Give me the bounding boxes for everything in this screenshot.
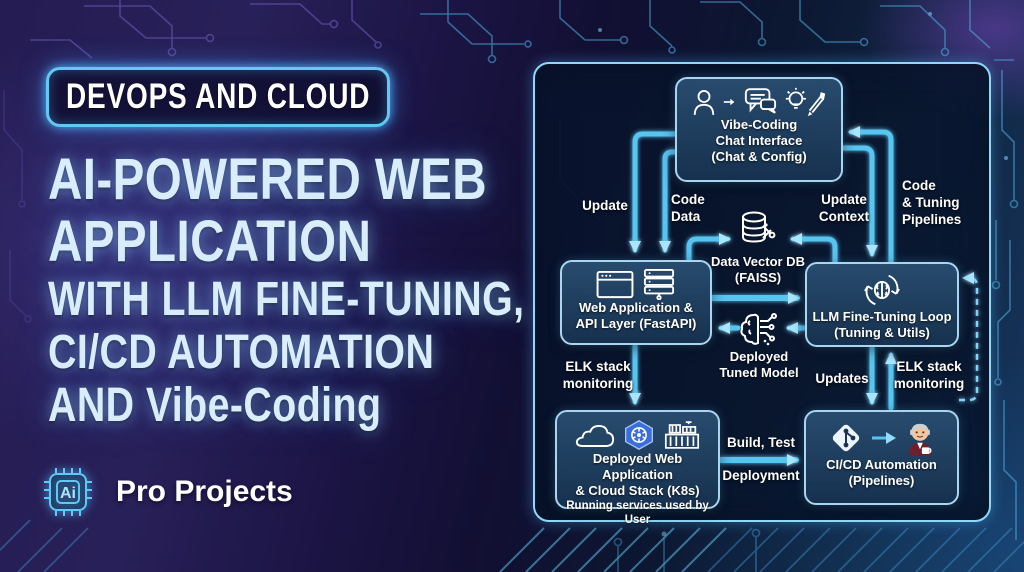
node-sublabel: Running services used by User bbox=[566, 500, 709, 526]
edge-label-code-data: Code Data bbox=[671, 192, 705, 224]
ai-chip-icon: Ai bbox=[44, 468, 92, 516]
edge-label-updates: Updates bbox=[815, 371, 869, 386]
brand-row: Ai Pro Projects bbox=[36, 460, 293, 524]
node-label-line: Deployed Web Application bbox=[592, 451, 683, 482]
node-deployed-tuned-model: Deployed Tuned Model bbox=[701, 311, 817, 381]
brand-name: Pro Projects bbox=[116, 475, 293, 508]
edge-label-deployment: Deployment bbox=[722, 468, 800, 483]
edge-label-code-tuning-pipelines: Code & Tuning Pipelines bbox=[902, 178, 962, 227]
node-label-line: Chat Interface bbox=[715, 133, 803, 148]
idea-pencil-icon bbox=[785, 87, 826, 117]
node-vibe-coding-chat: Vibe-Coding Chat Interface (Chat & Confi… bbox=[675, 77, 843, 182]
title-line-4: CI/CD AUTOMATION bbox=[48, 326, 435, 379]
arrow-webapp-to-vectordb bbox=[686, 233, 731, 263]
node-label-line: (Pipelines) bbox=[848, 473, 915, 488]
llm-node-icons bbox=[859, 271, 905, 309]
node-llm-fine-tuning: LLM Fine-Tuning Loop (Tuning & Utils) bbox=[805, 262, 959, 347]
git-icon bbox=[832, 424, 859, 452]
arrow-right-icon bbox=[723, 98, 735, 105]
node-label-line: (Tuning & Utils) bbox=[834, 325, 930, 340]
title-line-2: APPLICATION bbox=[48, 209, 372, 274]
jenkins-icon bbox=[908, 423, 932, 456]
arrow-llm-to-chat-code-tuning bbox=[848, 126, 894, 265]
node-label-line: CI/CD Automation bbox=[826, 457, 937, 472]
kubernetes-icon bbox=[624, 420, 653, 450]
chip-label: Ai bbox=[60, 485, 76, 502]
title-line-5: AND Vibe-Coding bbox=[48, 379, 382, 432]
webapp-node-icons bbox=[596, 269, 677, 300]
node-data-vector-db: Data Vector DB (FAISS) bbox=[700, 210, 816, 286]
edge-label-elk-left: ELK stack monitoring bbox=[562, 359, 634, 391]
node-label-line: Vibe-Coding bbox=[720, 117, 798, 132]
arrow-chat-to-llm-update-context bbox=[840, 145, 878, 257]
title-line-1: AI-POWERED WEB bbox=[48, 147, 488, 212]
chat-bubbles-icon bbox=[744, 88, 777, 114]
node-cicd-automation: CI/CD Automation (Pipelines) bbox=[804, 410, 959, 505]
diagram-arrows bbox=[629, 126, 979, 466]
database-vector-icon bbox=[742, 211, 776, 243]
node-label-line: (Chat & Config) bbox=[711, 149, 807, 164]
arrow-right-icon bbox=[871, 432, 896, 444]
arrow-llm-to-vectordb bbox=[790, 233, 838, 265]
node-label-line: Deployed bbox=[729, 349, 789, 364]
page-title: AI-POWERED WEB APPLICATION WITH LLM FINE… bbox=[48, 147, 629, 433]
node-deployed-cloud-stack: Deployed Web Application & Cloud Stack (… bbox=[555, 410, 720, 526]
user-icon bbox=[693, 89, 715, 115]
cloud-icon bbox=[575, 424, 614, 447]
server-icon bbox=[643, 269, 674, 300]
deployed-node-icons bbox=[574, 419, 702, 451]
edge-label-update: Update bbox=[582, 198, 628, 213]
badge-label: DEVOPS AND CLOUD bbox=[65, 77, 371, 116]
node-label-line: & Cloud Stack (K8s) bbox=[575, 483, 700, 498]
edge-label-update-context: Update Context bbox=[818, 192, 870, 224]
title-line-3: WITH LLM FINE-TUNING, bbox=[48, 273, 525, 326]
edge-label-elk-right: ELK stack monitoring bbox=[893, 359, 965, 391]
cicd-node-icons bbox=[828, 419, 936, 457]
chat-node-icons bbox=[692, 86, 826, 117]
edge-label-build-test: Build, Test bbox=[726, 435, 796, 450]
arrow-cicd-to-llm-dashed bbox=[959, 272, 979, 402]
node-label-line: Web Application & bbox=[578, 300, 694, 315]
browser-icon bbox=[596, 270, 633, 299]
brain-circuit-icon bbox=[740, 313, 777, 346]
container-icon bbox=[664, 420, 699, 449]
arrow-chat-to-webapp-code-data bbox=[659, 149, 678, 253]
category-badge: DEVOPS AND CLOUD bbox=[46, 67, 390, 127]
node-label-line: LLM Fine-Tuning Loop bbox=[812, 309, 952, 324]
node-label-line: (FAISS) bbox=[734, 270, 782, 285]
node-web-application: Web Application & API Layer (FastAPI) bbox=[560, 260, 712, 345]
architecture-diagram-panel: Vibe-Coding Chat Interface (Chat & Confi… bbox=[533, 62, 991, 526]
node-label-line: Data Vector DB bbox=[711, 254, 805, 269]
node-label-line: API Layer (FastAPI) bbox=[575, 316, 697, 331]
arrow-chat-to-webapp-update bbox=[629, 131, 678, 253]
node-label-line: Tuned Model bbox=[719, 365, 799, 380]
brain-loop-icon bbox=[864, 274, 900, 306]
